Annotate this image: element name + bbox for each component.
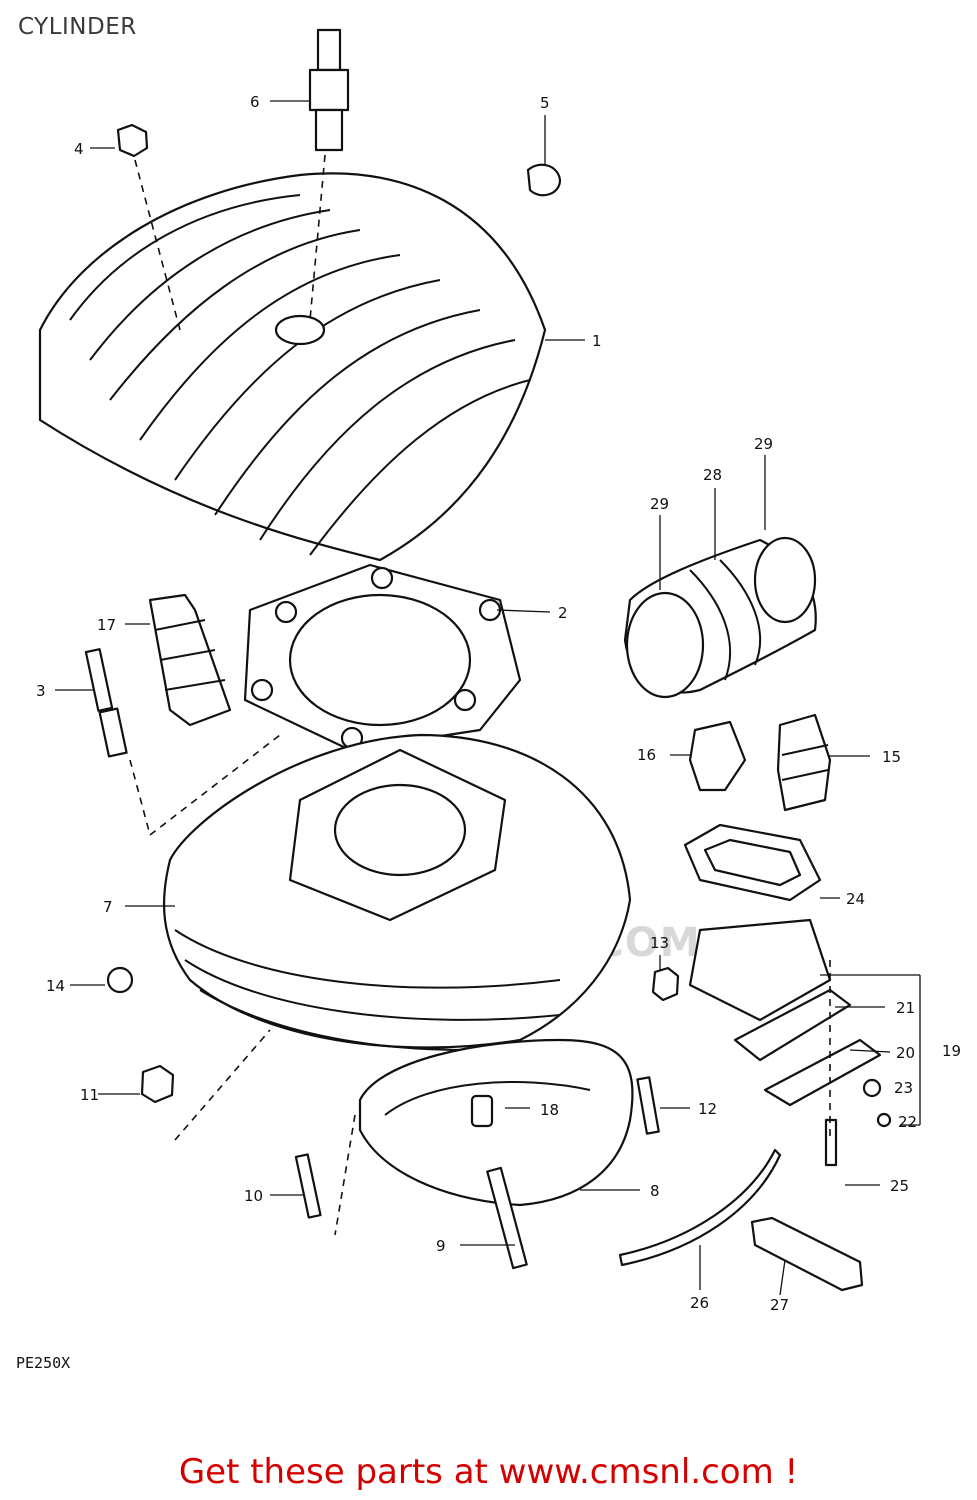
cylinder-head xyxy=(38,172,547,562)
callout-9: 9 xyxy=(436,1237,446,1255)
callout-22: 22 xyxy=(898,1113,917,1131)
callout-1: 1 xyxy=(592,332,602,350)
reed-block-17 xyxy=(148,593,232,727)
callout-14: 14 xyxy=(46,977,65,995)
callout-8: 8 xyxy=(650,1182,660,1200)
footer-link-text[interactable]: Get these parts at www.cmsnl.com ! xyxy=(178,1452,799,1492)
cylinder-body xyxy=(149,733,632,1141)
reed-block-15 xyxy=(776,713,832,812)
callout-18: 18 xyxy=(540,1101,559,1119)
small-parts xyxy=(106,960,864,1292)
reed-block-16 xyxy=(688,720,747,792)
callout-3: 3 xyxy=(36,682,46,700)
callout-19: 19 xyxy=(942,1042,961,1060)
callout-27: 27 xyxy=(770,1296,789,1314)
callout-29b: 29 xyxy=(754,435,773,453)
callout-4: 4 xyxy=(74,140,84,158)
callout-29a: 29 xyxy=(650,495,669,513)
callout-10: 10 xyxy=(244,1187,263,1205)
callout-26: 26 xyxy=(690,1294,709,1312)
reed-gasket xyxy=(683,823,822,902)
model-code: PE250X xyxy=(16,1354,71,1372)
diagram-title: CYLINDER xyxy=(18,14,137,40)
callout-23: 23 xyxy=(894,1079,913,1097)
head-gasket xyxy=(243,563,522,752)
callout-17: 17 xyxy=(97,616,116,634)
spark-plug xyxy=(308,28,350,321)
callout-28: 28 xyxy=(703,466,722,484)
nut-part-4 xyxy=(116,123,181,331)
callout-25: 25 xyxy=(890,1177,909,1195)
callout-12: 12 xyxy=(698,1100,717,1118)
callout-20: 20 xyxy=(896,1044,915,1062)
leader-lines xyxy=(55,100,891,1296)
callout-16: 16 xyxy=(637,746,656,764)
callout-5: 5 xyxy=(540,94,550,112)
callout-2: 2 xyxy=(558,604,568,622)
callout-7: 7 xyxy=(103,898,113,916)
callout-6: 6 xyxy=(250,93,260,111)
reed-valve-assembly xyxy=(688,918,921,1128)
callout-13: 13 xyxy=(650,934,669,952)
base-gasket xyxy=(358,1038,634,1207)
callout-24: 24 xyxy=(846,890,865,908)
callout-11: 11 xyxy=(80,1086,99,1104)
callout-21: 21 xyxy=(896,999,915,1017)
stud-part-3 xyxy=(84,648,151,836)
callout-15: 15 xyxy=(882,748,901,766)
cap-part-5 xyxy=(526,163,562,197)
callout-labels: 1 2 3 4 5 6 7 8 9 10 11 12 13 14 15 16 1… xyxy=(36,93,961,1314)
intake-boot xyxy=(623,536,817,699)
